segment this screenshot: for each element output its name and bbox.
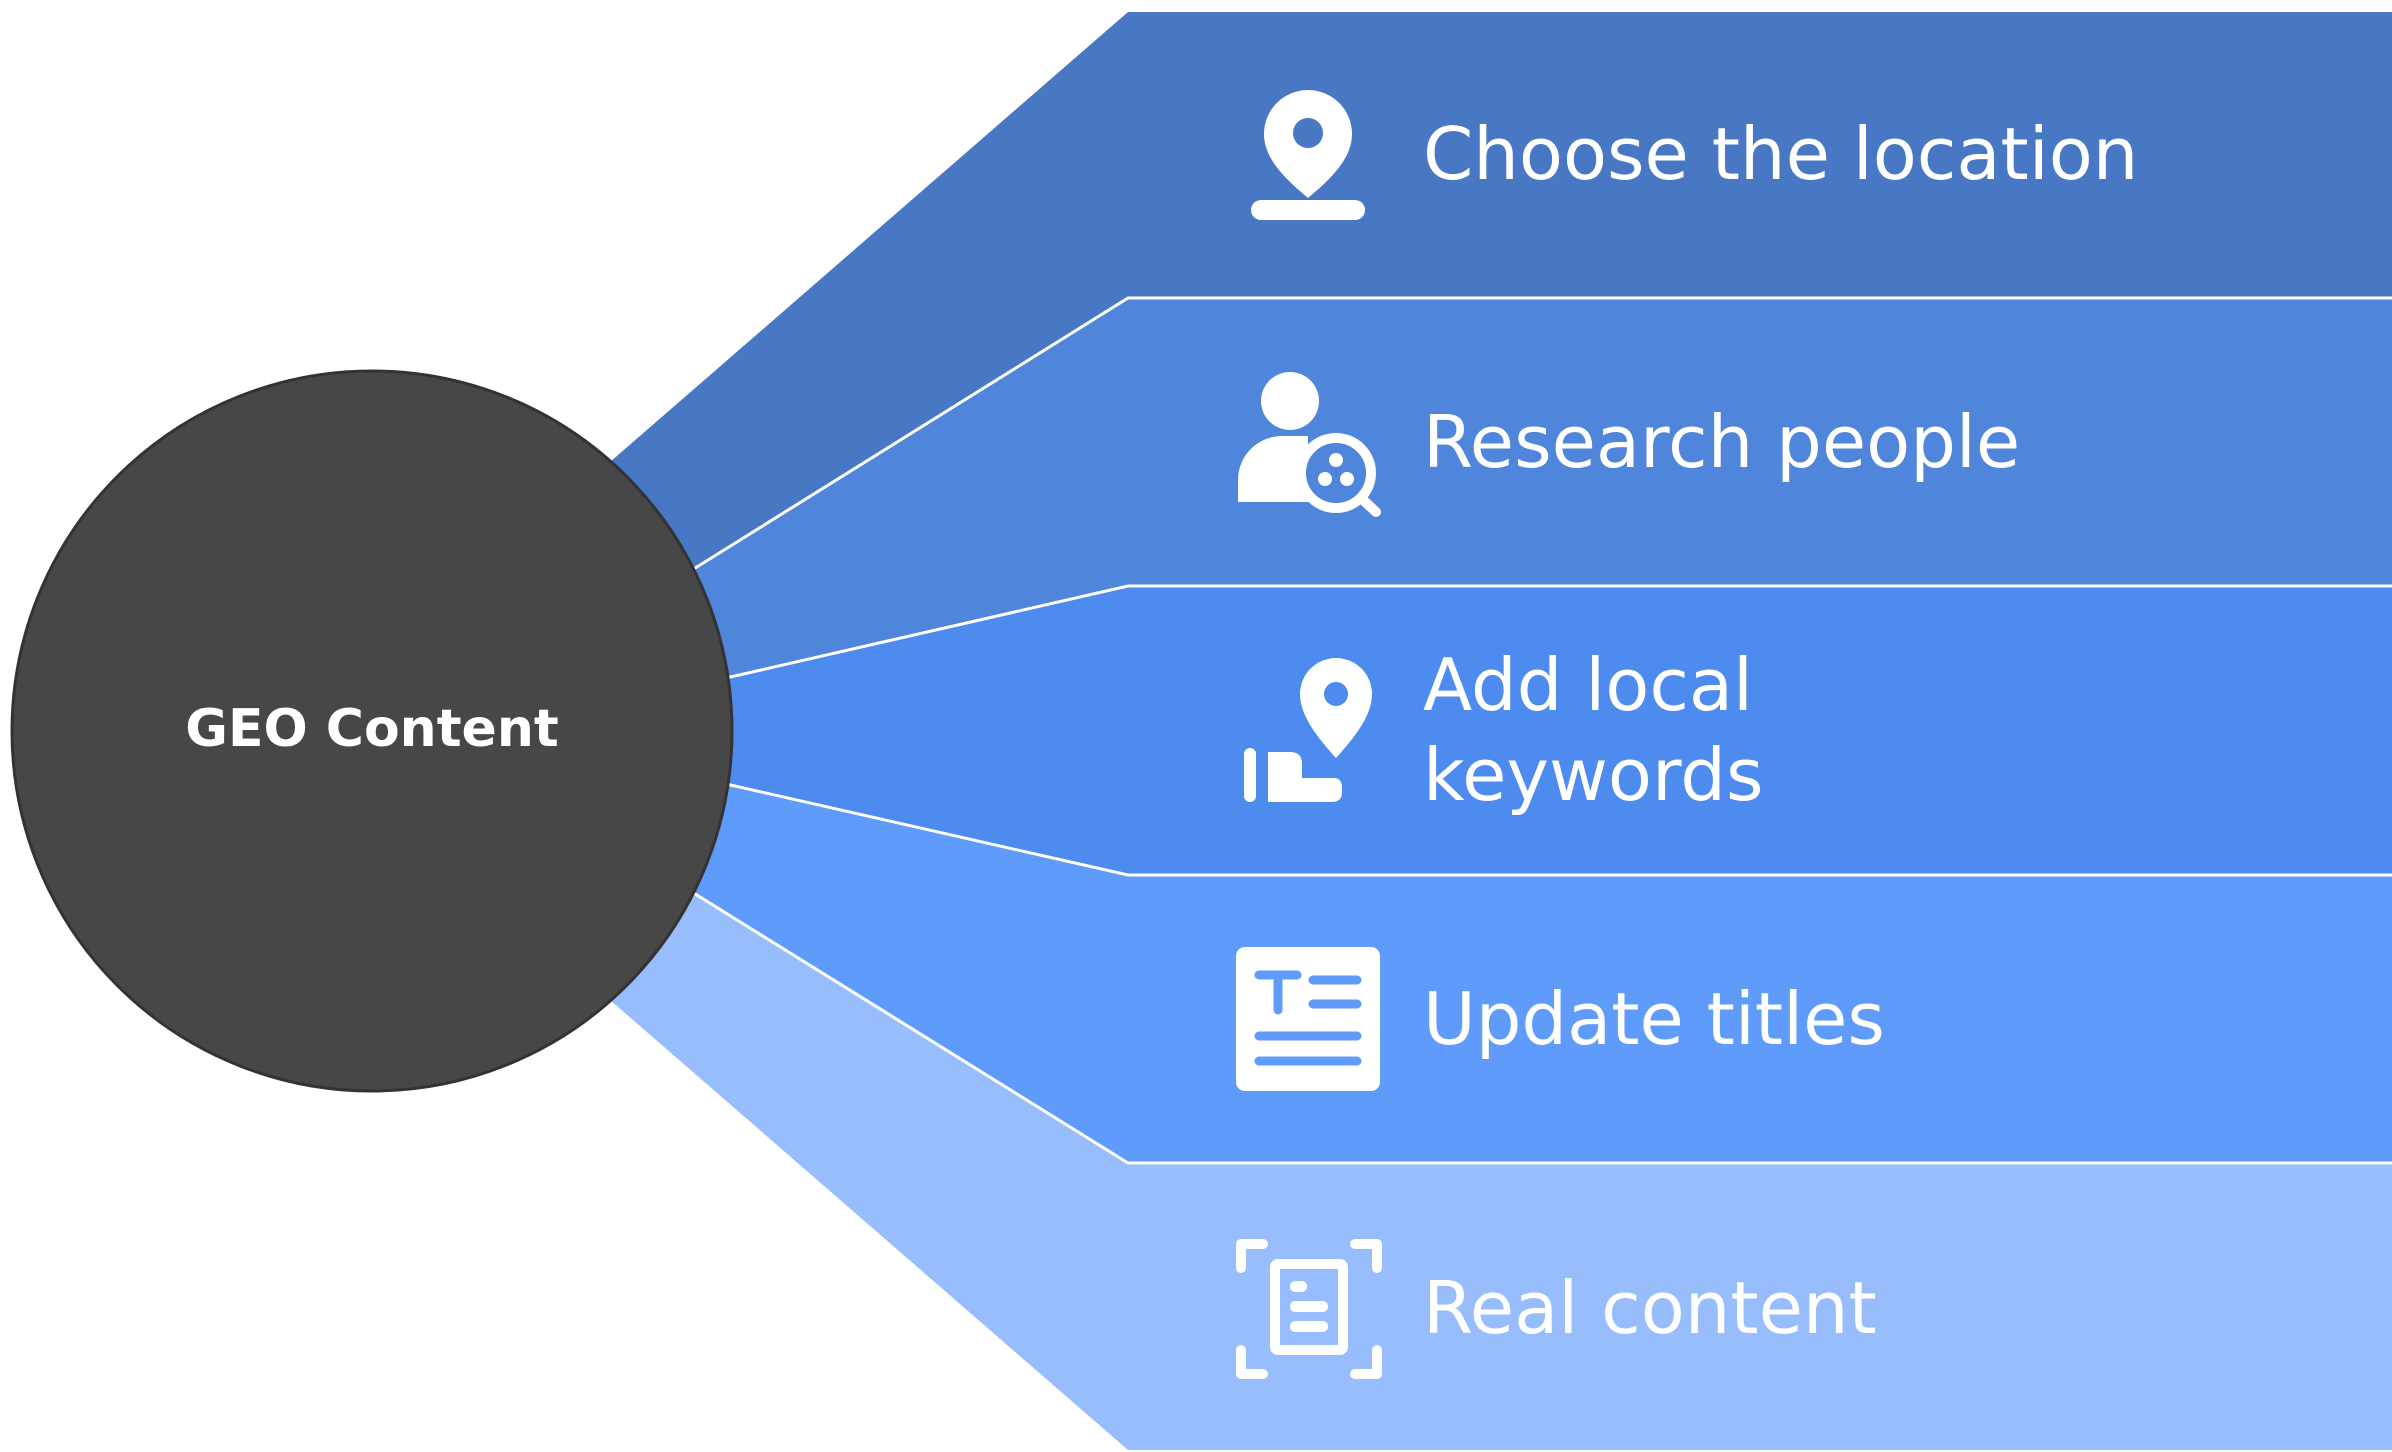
item-label-research-people: Research people — [1423, 400, 2020, 484]
band-separators — [691, 296, 2392, 1165]
hand-location-pin-icon — [1244, 658, 1372, 802]
item-label-add-local-keywords: Add local keywords — [1423, 643, 1776, 817]
document-title-icon — [1236, 947, 1380, 1091]
band-real-content — [610, 892, 2392, 1450]
separator-line — [725, 584, 2392, 680]
band-research-people — [692, 298, 2392, 678]
center-node — [10, 369, 734, 1093]
scan-document-icon — [1236, 1239, 1382, 1379]
center-label: GEO Content — [185, 699, 558, 759]
separator-line — [691, 296, 2392, 572]
band-add-local-keywords — [726, 586, 2392, 875]
separator-line — [725, 782, 2392, 877]
item-label-real-content: Real content — [1423, 1266, 1877, 1350]
band-update-titles — [692, 784, 2392, 1163]
person-search-icon — [1238, 372, 1381, 517]
item-label-update-titles: Update titles — [1423, 977, 1885, 1061]
item-label-line: keywords — [1423, 733, 1764, 817]
item-label-choose-location: Choose the location — [1423, 112, 2138, 196]
band-choose-location — [610, 12, 2392, 570]
item-label-line: Add local — [1423, 643, 1753, 727]
location-pin-icon — [1251, 90, 1365, 220]
separator-line — [691, 890, 2392, 1165]
